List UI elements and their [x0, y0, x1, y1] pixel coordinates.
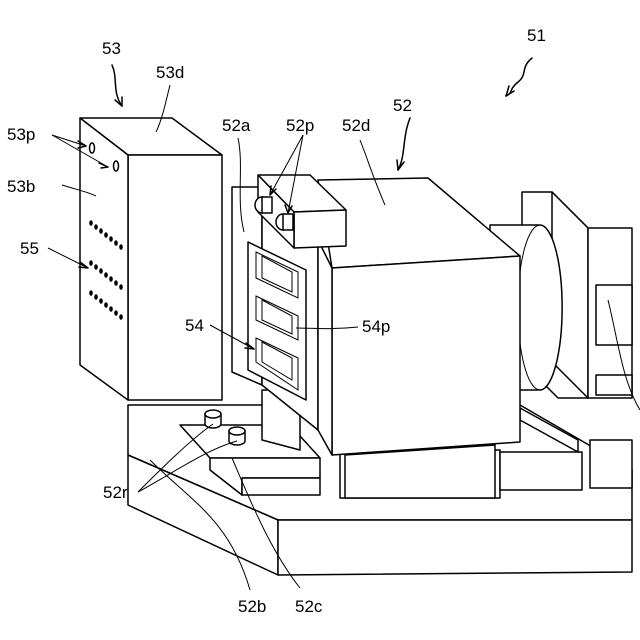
- hole-2: [114, 161, 119, 171]
- label-52r: 52r: [103, 483, 128, 502]
- label-52c: 52c: [295, 597, 323, 616]
- label-51: 51: [527, 26, 546, 45]
- label-52: 52: [393, 96, 412, 115]
- label-52d: 52d: [342, 116, 370, 135]
- hole-1: [90, 143, 95, 153]
- pin-2: [276, 214, 293, 230]
- label-53b: 53b: [7, 177, 35, 196]
- label-52a: 52a: [222, 116, 251, 135]
- unit-53: [80, 118, 222, 400]
- label-52b: 52b: [238, 597, 266, 616]
- label-54: 54: [185, 316, 204, 335]
- label-53d: 53d: [156, 63, 184, 82]
- pin-1: [255, 197, 272, 213]
- label-55: 55: [20, 239, 39, 258]
- label-52p: 52p: [286, 116, 314, 135]
- label-53: 53: [102, 39, 121, 58]
- label-54p: 54p: [362, 317, 390, 336]
- label-53p: 53p: [7, 125, 35, 144]
- receptacle-1: [205, 410, 221, 428]
